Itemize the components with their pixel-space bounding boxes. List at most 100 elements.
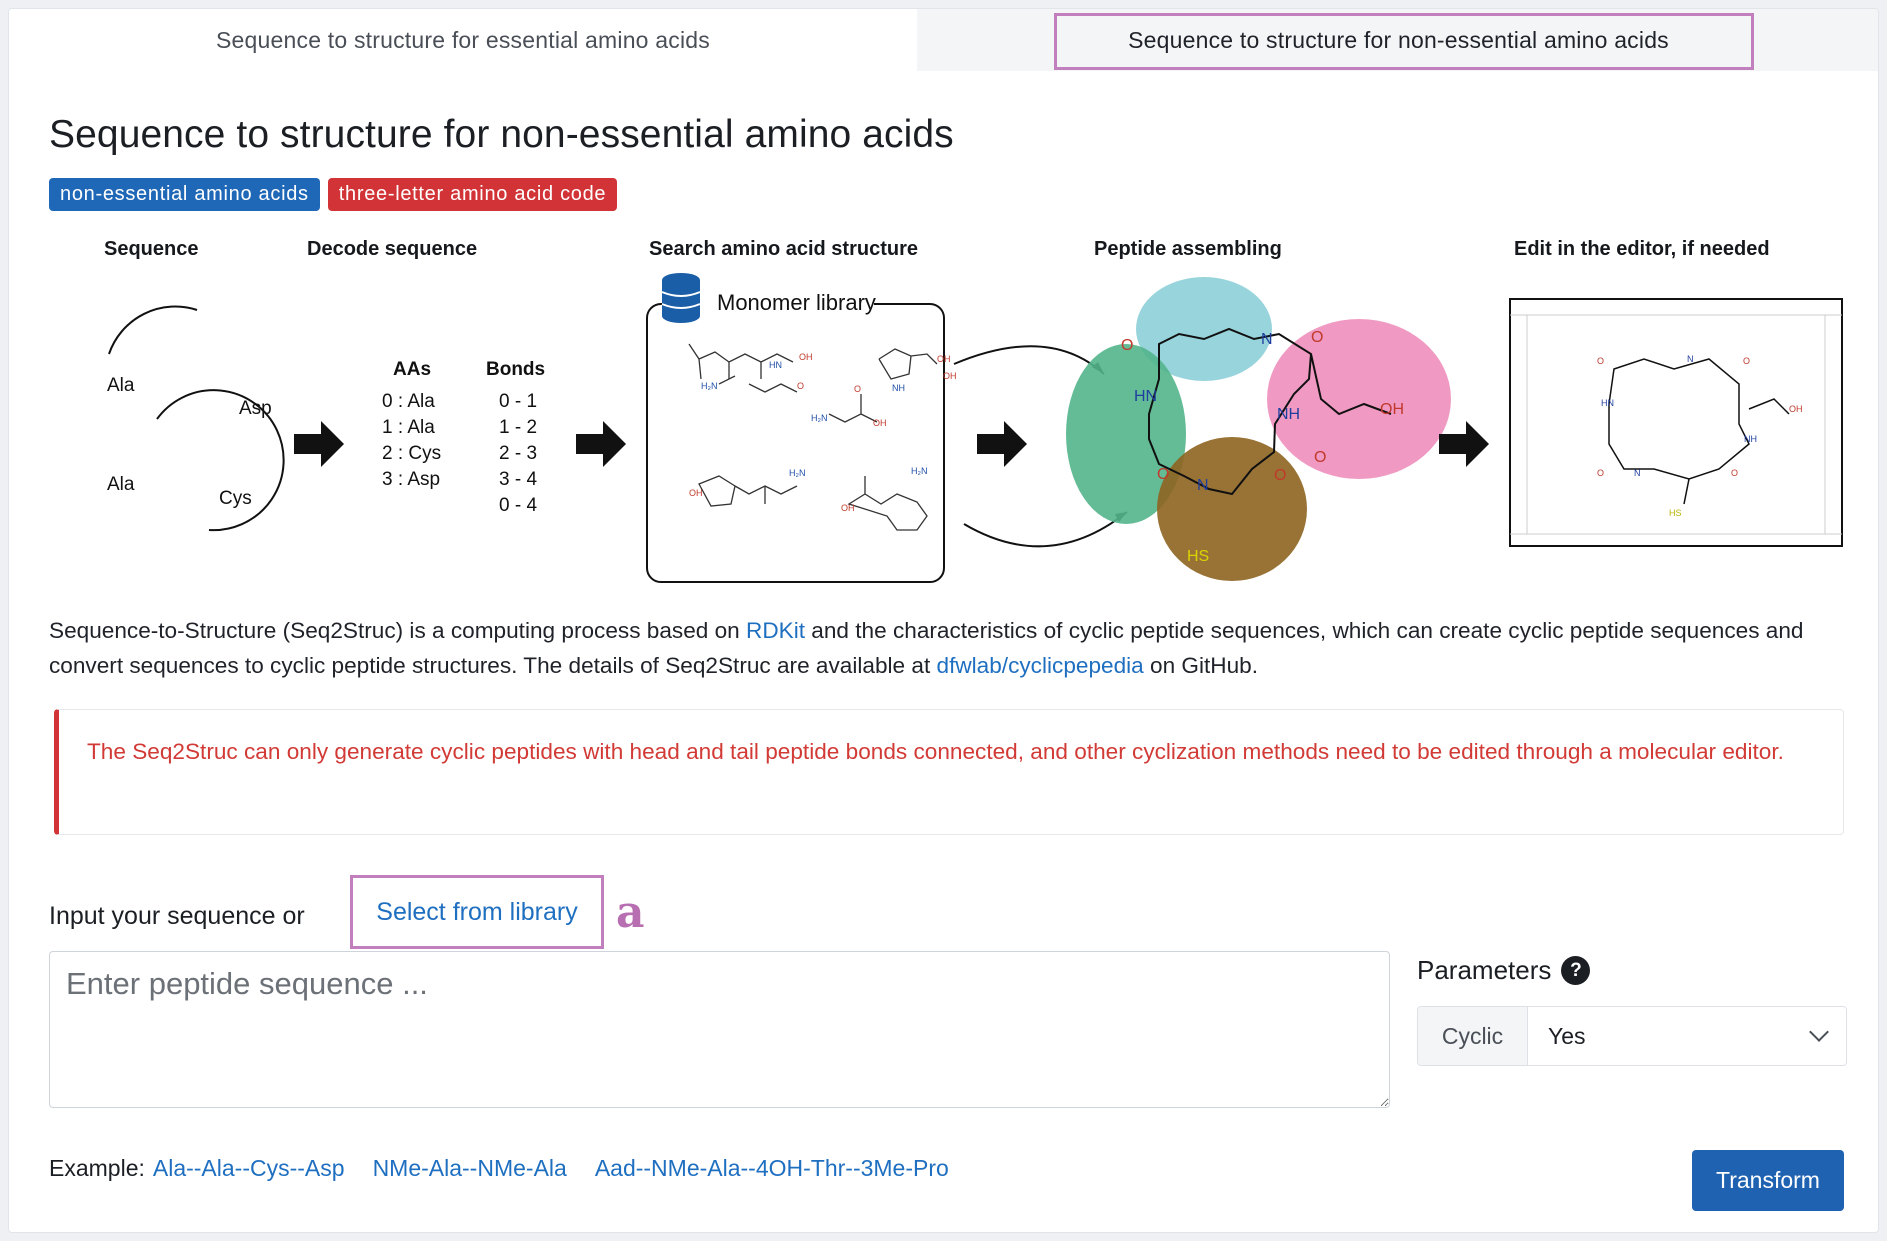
step-sequence-label: Sequence bbox=[104, 238, 199, 260]
svg-text:OH: OH bbox=[937, 354, 951, 364]
peptide-assembly: HN N NH N O O OH O O O HS bbox=[1066, 277, 1451, 581]
svg-text:O: O bbox=[1314, 449, 1326, 466]
svg-text:O: O bbox=[1597, 356, 1604, 366]
svg-text:O: O bbox=[854, 384, 861, 394]
cyclic-select[interactable]: Yes bbox=[1528, 1007, 1846, 1065]
tab-non-essential-amino-acids[interactable]: Sequence to structure for non-essential … bbox=[917, 9, 1878, 71]
chevron-down-icon bbox=[1809, 1022, 1829, 1042]
svg-text:O: O bbox=[1121, 337, 1133, 354]
svg-text:H₂N: H₂N bbox=[789, 468, 806, 478]
rdkit-link[interactable]: RDKit bbox=[746, 618, 806, 643]
cyclic-label: Cyclic bbox=[1418, 1007, 1528, 1065]
svg-text:O: O bbox=[1274, 467, 1286, 484]
description-text: Sequence-to-Structure (Seq2Struc) is a c… bbox=[49, 613, 1849, 683]
ring-label-asp: Asp bbox=[239, 398, 272, 419]
example-link-3[interactable]: Aad--NMe-Ala--4OH-Thr--3Me-Pro bbox=[594, 1155, 949, 1181]
svg-text:O: O bbox=[1597, 468, 1604, 478]
step-search-label: Search amino acid structure bbox=[649, 238, 918, 260]
svg-text:H₂N: H₂N bbox=[701, 381, 718, 391]
page-title: Sequence to structure for non-essential … bbox=[49, 113, 954, 156]
sequence-ring: Ala Asp Cys Ala bbox=[107, 305, 285, 532]
parameters-title: Parameters bbox=[1417, 955, 1552, 985]
svg-text:HS: HS bbox=[1187, 548, 1209, 565]
badge-three-letter-code: three-letter amino acid code bbox=[327, 178, 618, 211]
svg-text:Monomer library: Monomer library bbox=[717, 290, 876, 315]
select-from-library-link[interactable]: Select from library bbox=[350, 875, 604, 949]
step-editor-label: Edit in the editor, if needed bbox=[1514, 238, 1770, 260]
arrow-1-icon bbox=[294, 421, 344, 467]
tab-non-essential-label: Sequence to structure for non-essential … bbox=[1128, 26, 1669, 53]
cyclization-warning-alert: The Seq2Struc can only generate cyclic p… bbox=[54, 709, 1844, 835]
svg-text:OH: OH bbox=[1380, 401, 1404, 418]
svg-text:NH: NH bbox=[1744, 434, 1757, 444]
svg-text:N: N bbox=[1634, 468, 1641, 478]
svg-text:OH: OH bbox=[799, 352, 813, 362]
svg-text:O: O bbox=[1743, 356, 1750, 366]
description-part-2: and the characteristics of cyclic peptid… bbox=[49, 618, 1804, 678]
workflow-figure: Ala Asp Cys Ala AAs Bonds 0 : Ala 1 : Al… bbox=[107, 273, 1843, 583]
examples-row: Example: Ala--Ala--Cys--Asp NMe-Ala--NMe… bbox=[49, 1155, 969, 1182]
help-icon[interactable]: ? bbox=[1561, 956, 1591, 985]
svg-text:AAs: AAs bbox=[393, 359, 431, 380]
svg-text:2 : Cys: 2 : Cys bbox=[382, 443, 441, 464]
svg-text:2 - 3: 2 - 3 bbox=[499, 443, 537, 464]
examples-label: Example: bbox=[49, 1155, 145, 1181]
cyclic-select-group: Cyclic Yes bbox=[1417, 1006, 1847, 1066]
svg-text:3 : Asp: 3 : Asp bbox=[382, 469, 440, 490]
badge-non-essential: non-essential amino acids bbox=[49, 178, 320, 211]
svg-text:HS: HS bbox=[1669, 508, 1682, 518]
example-link-2[interactable]: NMe-Ala--NMe-Ala bbox=[372, 1155, 567, 1181]
svg-text:N: N bbox=[1197, 477, 1209, 494]
svg-text:H₂N: H₂N bbox=[811, 413, 828, 423]
step-decode-label: Decode sequence bbox=[307, 238, 478, 260]
svg-text:N: N bbox=[1261, 331, 1273, 348]
arrow-4-icon bbox=[1439, 421, 1489, 467]
svg-text:Bonds: Bonds bbox=[486, 359, 545, 380]
ring-label-cys: Cys bbox=[219, 488, 252, 509]
svg-text:N: N bbox=[1687, 354, 1694, 364]
svg-text:O: O bbox=[1157, 466, 1169, 483]
svg-text:OH: OH bbox=[689, 488, 703, 498]
editor-thumbnail: HN N NH N O O OH O O HS bbox=[1509, 298, 1843, 547]
cyclic-selected-value: Yes bbox=[1548, 1022, 1586, 1049]
svg-text:HN: HN bbox=[1134, 388, 1157, 405]
step-assembling-label: Peptide assembling bbox=[1094, 238, 1282, 260]
transform-button[interactable]: Transform bbox=[1692, 1150, 1844, 1211]
svg-text:O: O bbox=[1311, 329, 1323, 346]
peptide-sequence-input[interactable] bbox=[49, 951, 1390, 1108]
arrow-2-icon bbox=[576, 421, 626, 467]
tab-bar: Sequence to structure for essential amin… bbox=[9, 9, 1878, 71]
arrow-3-icon bbox=[977, 421, 1027, 467]
svg-text:OH: OH bbox=[943, 371, 957, 381]
svg-text:OH: OH bbox=[841, 503, 855, 513]
decode-table: AAs Bonds 0 : Ala 1 : Ala 2 : Cys 3 : As… bbox=[382, 359, 545, 516]
annotation-letter: a bbox=[616, 887, 645, 938]
ring-label-ala-bottom: Ala bbox=[107, 474, 135, 495]
svg-text:O: O bbox=[1731, 468, 1738, 478]
svg-text:H₂N: H₂N bbox=[911, 466, 928, 476]
svg-text:OH: OH bbox=[873, 418, 887, 428]
database-icon bbox=[661, 273, 701, 323]
github-repo-link[interactable]: dfwlab/cyclicpepedia bbox=[936, 653, 1144, 678]
svg-text:HN: HN bbox=[1601, 398, 1614, 408]
description-part-3: on GitHub. bbox=[1143, 653, 1259, 678]
curved-arrow-top-icon bbox=[953, 345, 1105, 375]
svg-text:OH: OH bbox=[1789, 404, 1803, 414]
svg-text:NH: NH bbox=[892, 383, 905, 393]
svg-text:0 - 4: 0 - 4 bbox=[499, 495, 537, 516]
svg-text:0 - 1: 0 - 1 bbox=[499, 391, 537, 412]
svg-text:1 : Ala: 1 : Ala bbox=[382, 417, 435, 438]
ring-label-ala-top: Ala bbox=[107, 375, 135, 396]
tab-essential-amino-acids[interactable]: Sequence to structure for essential amin… bbox=[9, 9, 917, 71]
sequence-input-label: Input your sequence or bbox=[49, 902, 305, 930]
badge-row: non-essential amino acids three-letter a… bbox=[49, 178, 618, 211]
svg-text:3 - 4: 3 - 4 bbox=[499, 469, 537, 490]
svg-text:NH: NH bbox=[1277, 406, 1300, 423]
monomer-library: Monomer library OH O OH OH OH O OH OH H bbox=[646, 273, 957, 583]
curved-arrow-bottom-icon bbox=[963, 511, 1128, 548]
example-link-1[interactable]: Ala--Ala--Cys--Asp bbox=[152, 1155, 345, 1181]
svg-text:0 : Ala: 0 : Ala bbox=[382, 391, 435, 412]
svg-text:HN: HN bbox=[769, 360, 782, 370]
parameters-heading: Parameters ? bbox=[1417, 955, 1591, 986]
svg-text:1 - 2: 1 - 2 bbox=[499, 417, 537, 438]
